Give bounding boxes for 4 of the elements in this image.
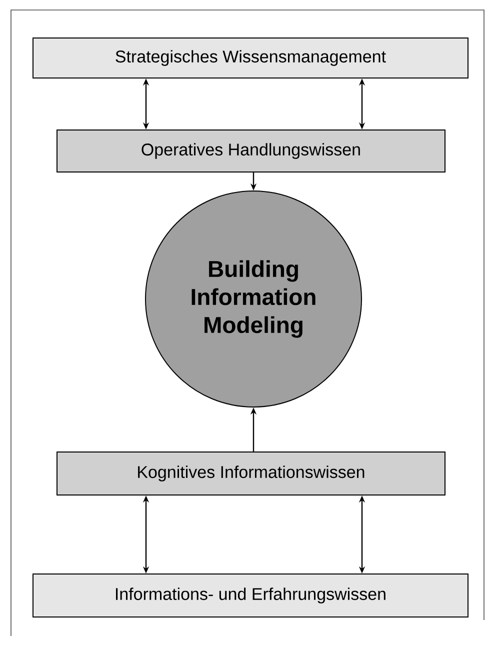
process-box: Operatives Handlungswissen	[56, 130, 446, 172]
process-box: Informations- und Erfahrungswissen	[32, 574, 468, 618]
process-box: Kognitives Informationswissen	[56, 452, 446, 496]
process-box: Strategisches Wissensmanagement	[32, 38, 468, 78]
